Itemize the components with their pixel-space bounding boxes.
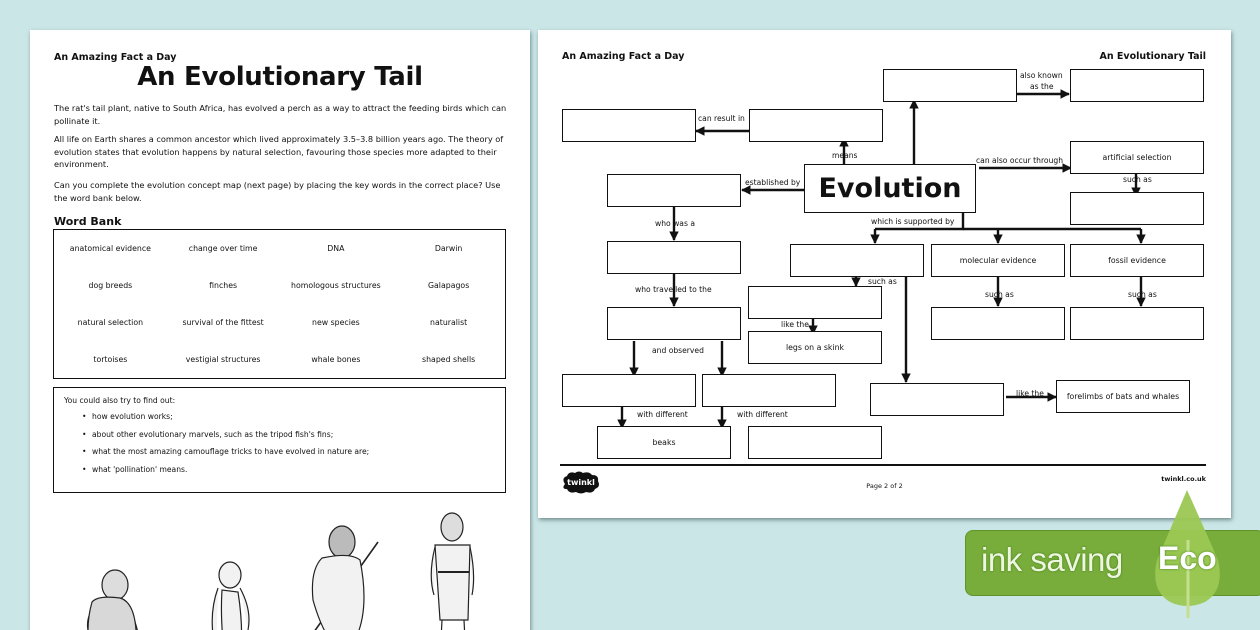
concept-box-blank[interactable] <box>562 109 696 142</box>
intro-paragraph: The rat's tail plant, native to South Af… <box>54 103 507 126</box>
link-label: means <box>832 151 858 160</box>
concept-box-blank[interactable] <box>931 307 1065 340</box>
find-out-item: what 'pollination' means. <box>82 465 495 474</box>
word-bank-item: Galapagos <box>427 281 470 290</box>
page-title: An Evolutionary Tail <box>137 62 423 92</box>
word-bank-item: survival of the fittest <box>182 318 264 327</box>
page-title: An Evolutionary Tail <box>1099 51 1206 62</box>
find-out-intro: You could also try to find out: <box>64 396 176 405</box>
concept-box-artificial-selection: artificial selection <box>1070 141 1204 174</box>
word-bank-item: vestigial structures <box>185 355 261 364</box>
concept-box-blank[interactable] <box>748 426 882 459</box>
concept-box-blank[interactable] <box>607 174 741 207</box>
page-number: Page 2 of 2 <box>866 482 903 490</box>
link-label: can result in <box>698 114 745 123</box>
concept-box-blank[interactable] <box>1070 307 1204 340</box>
link-label: who was a <box>655 219 695 228</box>
word-bank-item: homologous structures <box>291 281 381 290</box>
eco-label: Eco <box>1158 540 1217 576</box>
twinkl-logo-icon: twinkl <box>563 471 599 494</box>
link-label: as the <box>1030 82 1054 91</box>
word-bank-item: natural selection <box>77 318 144 327</box>
word-bank-item: shaped shells <box>422 355 476 364</box>
link-label: also known <box>1020 71 1063 80</box>
concept-box-beaks: beaks <box>597 426 731 459</box>
link-label: and observed <box>652 346 704 355</box>
find-out-list: how evolution works; about other evoluti… <box>64 412 495 474</box>
theory-paragraph: All life on Earth shares a common ancest… <box>54 134 504 169</box>
link-label: such as <box>985 290 1014 299</box>
concept-box-molecular-evidence: molecular evidence <box>931 244 1065 277</box>
caveman-figure-icon <box>311 525 379 630</box>
word-bank-item: dog breeds <box>88 281 133 290</box>
site-url: twinkl.co.uk <box>1161 475 1206 483</box>
link-label: such as <box>868 277 897 286</box>
concept-box-blank[interactable] <box>607 307 741 340</box>
page-kicker: An Amazing Fact a Day <box>54 52 177 63</box>
leaf-icon <box>1155 490 1220 618</box>
find-out-item: about other evolutionary marvels, such a… <box>82 430 495 439</box>
find-out-box: You could also try to find out: how evol… <box>53 387 506 493</box>
word-bank-item: DNA <box>327 244 345 253</box>
concept-box-blank[interactable] <box>749 109 883 142</box>
concept-box-blank[interactable] <box>883 69 1017 102</box>
word-bank-item: change over time <box>188 244 258 253</box>
human-evolution-illustration <box>86 512 475 630</box>
link-label: like the <box>1016 389 1044 398</box>
page-kicker: An Amazing Fact a Day <box>562 51 685 62</box>
link-label: can also occur through <box>976 156 1064 165</box>
worksheet-page-1: An Amazing Fact a Day An Evolutionary Ta… <box>30 30 530 630</box>
word-bank-item: Darwin <box>434 244 463 253</box>
link-label: with different <box>637 410 688 419</box>
link-label: such as <box>1128 290 1157 299</box>
footer-divider <box>560 464 1206 466</box>
instruction-paragraph: Can you complete the evolution concept m… <box>54 180 501 203</box>
link-label: established by <box>745 178 801 187</box>
concept-box-legs-on-a-skink: legs on a skink <box>748 331 882 364</box>
link-label: which is supported by <box>871 217 955 226</box>
early-hominid-figure-icon <box>211 561 250 630</box>
concept-box-blank[interactable] <box>1070 69 1204 102</box>
concept-box-blank[interactable] <box>562 374 696 407</box>
concept-map-connectors <box>617 89 1146 429</box>
link-label: like the <box>781 320 809 329</box>
modern-human-figure-icon <box>430 512 475 630</box>
ink-saving-label: ink saving <box>981 541 1123 578</box>
word-bank: anatomical evidence change over time DNA… <box>53 229 506 379</box>
concept-box-blank[interactable] <box>748 286 882 319</box>
find-out-item: how evolution works; <box>82 412 495 421</box>
worksheet-page-2: An Amazing Fact a Day An Evolutionary Ta… <box>538 30 1231 518</box>
find-out-item: what the most amazing camouflage tricks … <box>82 447 495 456</box>
link-label: who travelled to the <box>635 285 712 294</box>
link-label: such as <box>1123 175 1152 184</box>
concept-box-blank[interactable] <box>790 244 924 277</box>
word-bank-item: whale bones <box>311 355 361 364</box>
concept-box-blank[interactable] <box>870 383 1004 416</box>
concept-box-forelimbs: forelimbs of bats and whales <box>1056 380 1190 413</box>
word-bank-item: naturalist <box>430 318 468 327</box>
link-label: with different <box>737 410 788 419</box>
ape-figure-icon <box>86 569 138 630</box>
word-bank-title: Word Bank <box>54 215 122 228</box>
word-bank-item: tortoises <box>93 355 128 364</box>
concept-box-blank[interactable] <box>607 241 741 274</box>
concept-box-fossil-evidence: fossil evidence <box>1070 244 1204 277</box>
concept-box-blank[interactable] <box>702 374 836 407</box>
concept-center-evolution: Evolution <box>804 164 976 213</box>
word-bank-item: new species <box>312 318 360 327</box>
svg-text:twinkl: twinkl <box>567 478 595 487</box>
concept-box-blank[interactable] <box>1070 192 1204 225</box>
word-bank-item: finches <box>209 281 238 290</box>
word-bank-item: anatomical evidence <box>69 244 151 253</box>
